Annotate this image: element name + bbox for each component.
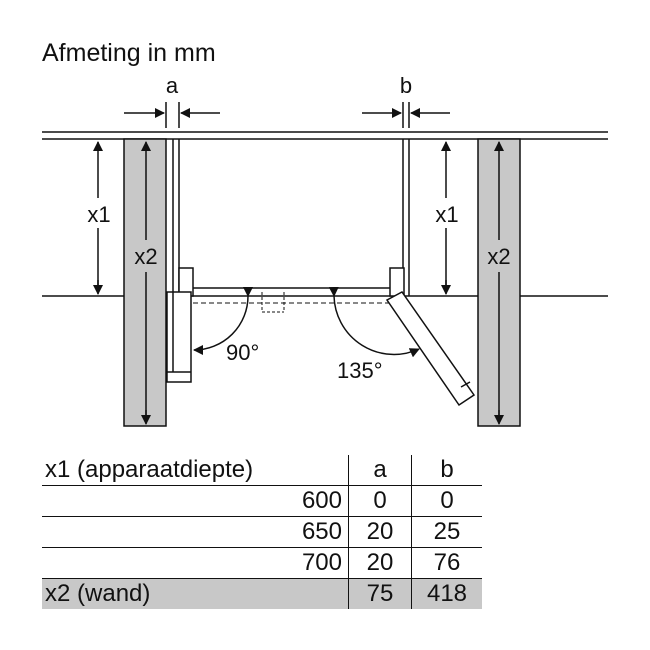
appliance-body: [172, 139, 410, 313]
x2-a: 75: [348, 578, 412, 609]
angle-90-label: 90°: [226, 340, 259, 365]
left-door-open-90: [166, 291, 192, 383]
row-a: 20: [348, 547, 412, 579]
dimension-x1-left-label: x1: [87, 202, 110, 227]
dimension-x2-right-label: x2: [487, 244, 510, 269]
row-x1: 700: [301, 549, 342, 576]
angle-arc-135: [328, 286, 420, 358]
row-b: 0: [411, 485, 482, 517]
row-b: 76: [411, 547, 482, 579]
dimension-table: x1 (apparaatdiepte) a b 600 0 0 650 20 2…: [42, 455, 482, 609]
row-x1: 650: [301, 518, 342, 545]
table-row: 600 0 0: [42, 485, 482, 517]
row-b: 25: [411, 516, 482, 548]
right-door-open-135: [385, 291, 476, 407]
x2-label: x2 (wand): [42, 578, 349, 609]
x2-b: 418: [411, 578, 482, 609]
row-x1: 600: [301, 487, 342, 514]
dimension-b-label: b: [400, 73, 412, 98]
row-a: 0: [348, 485, 412, 517]
header-b: b: [411, 455, 482, 486]
dimension-x2-left-label: x2: [134, 244, 157, 269]
left-wall: [123, 138, 167, 427]
dimension-a-label: a: [166, 73, 179, 98]
row-a: 20: [348, 516, 412, 548]
dimension-x1-right-label: x1: [435, 202, 458, 227]
table-row: 650 20 25: [42, 516, 482, 548]
table-row: 700 20 76: [42, 547, 482, 579]
dimension-a: [124, 102, 220, 128]
angle-arc-90: [193, 286, 254, 355]
angle-135-label: 135°: [337, 358, 383, 383]
installation-diagram: a b x1 x1 x2 x2 90° 135°: [42, 73, 608, 427]
diagram-title: Afmeting in mm: [42, 39, 216, 67]
dimension-b: [362, 102, 450, 128]
table-header: x1 (apparaatdiepte) a b: [42, 455, 482, 486]
table-row-x2: x2 (wand) 75 418: [42, 578, 482, 609]
header-x1: x1 (apparaatdiepte): [45, 456, 254, 483]
countertop: [42, 131, 608, 140]
header-a: a: [348, 455, 412, 486]
